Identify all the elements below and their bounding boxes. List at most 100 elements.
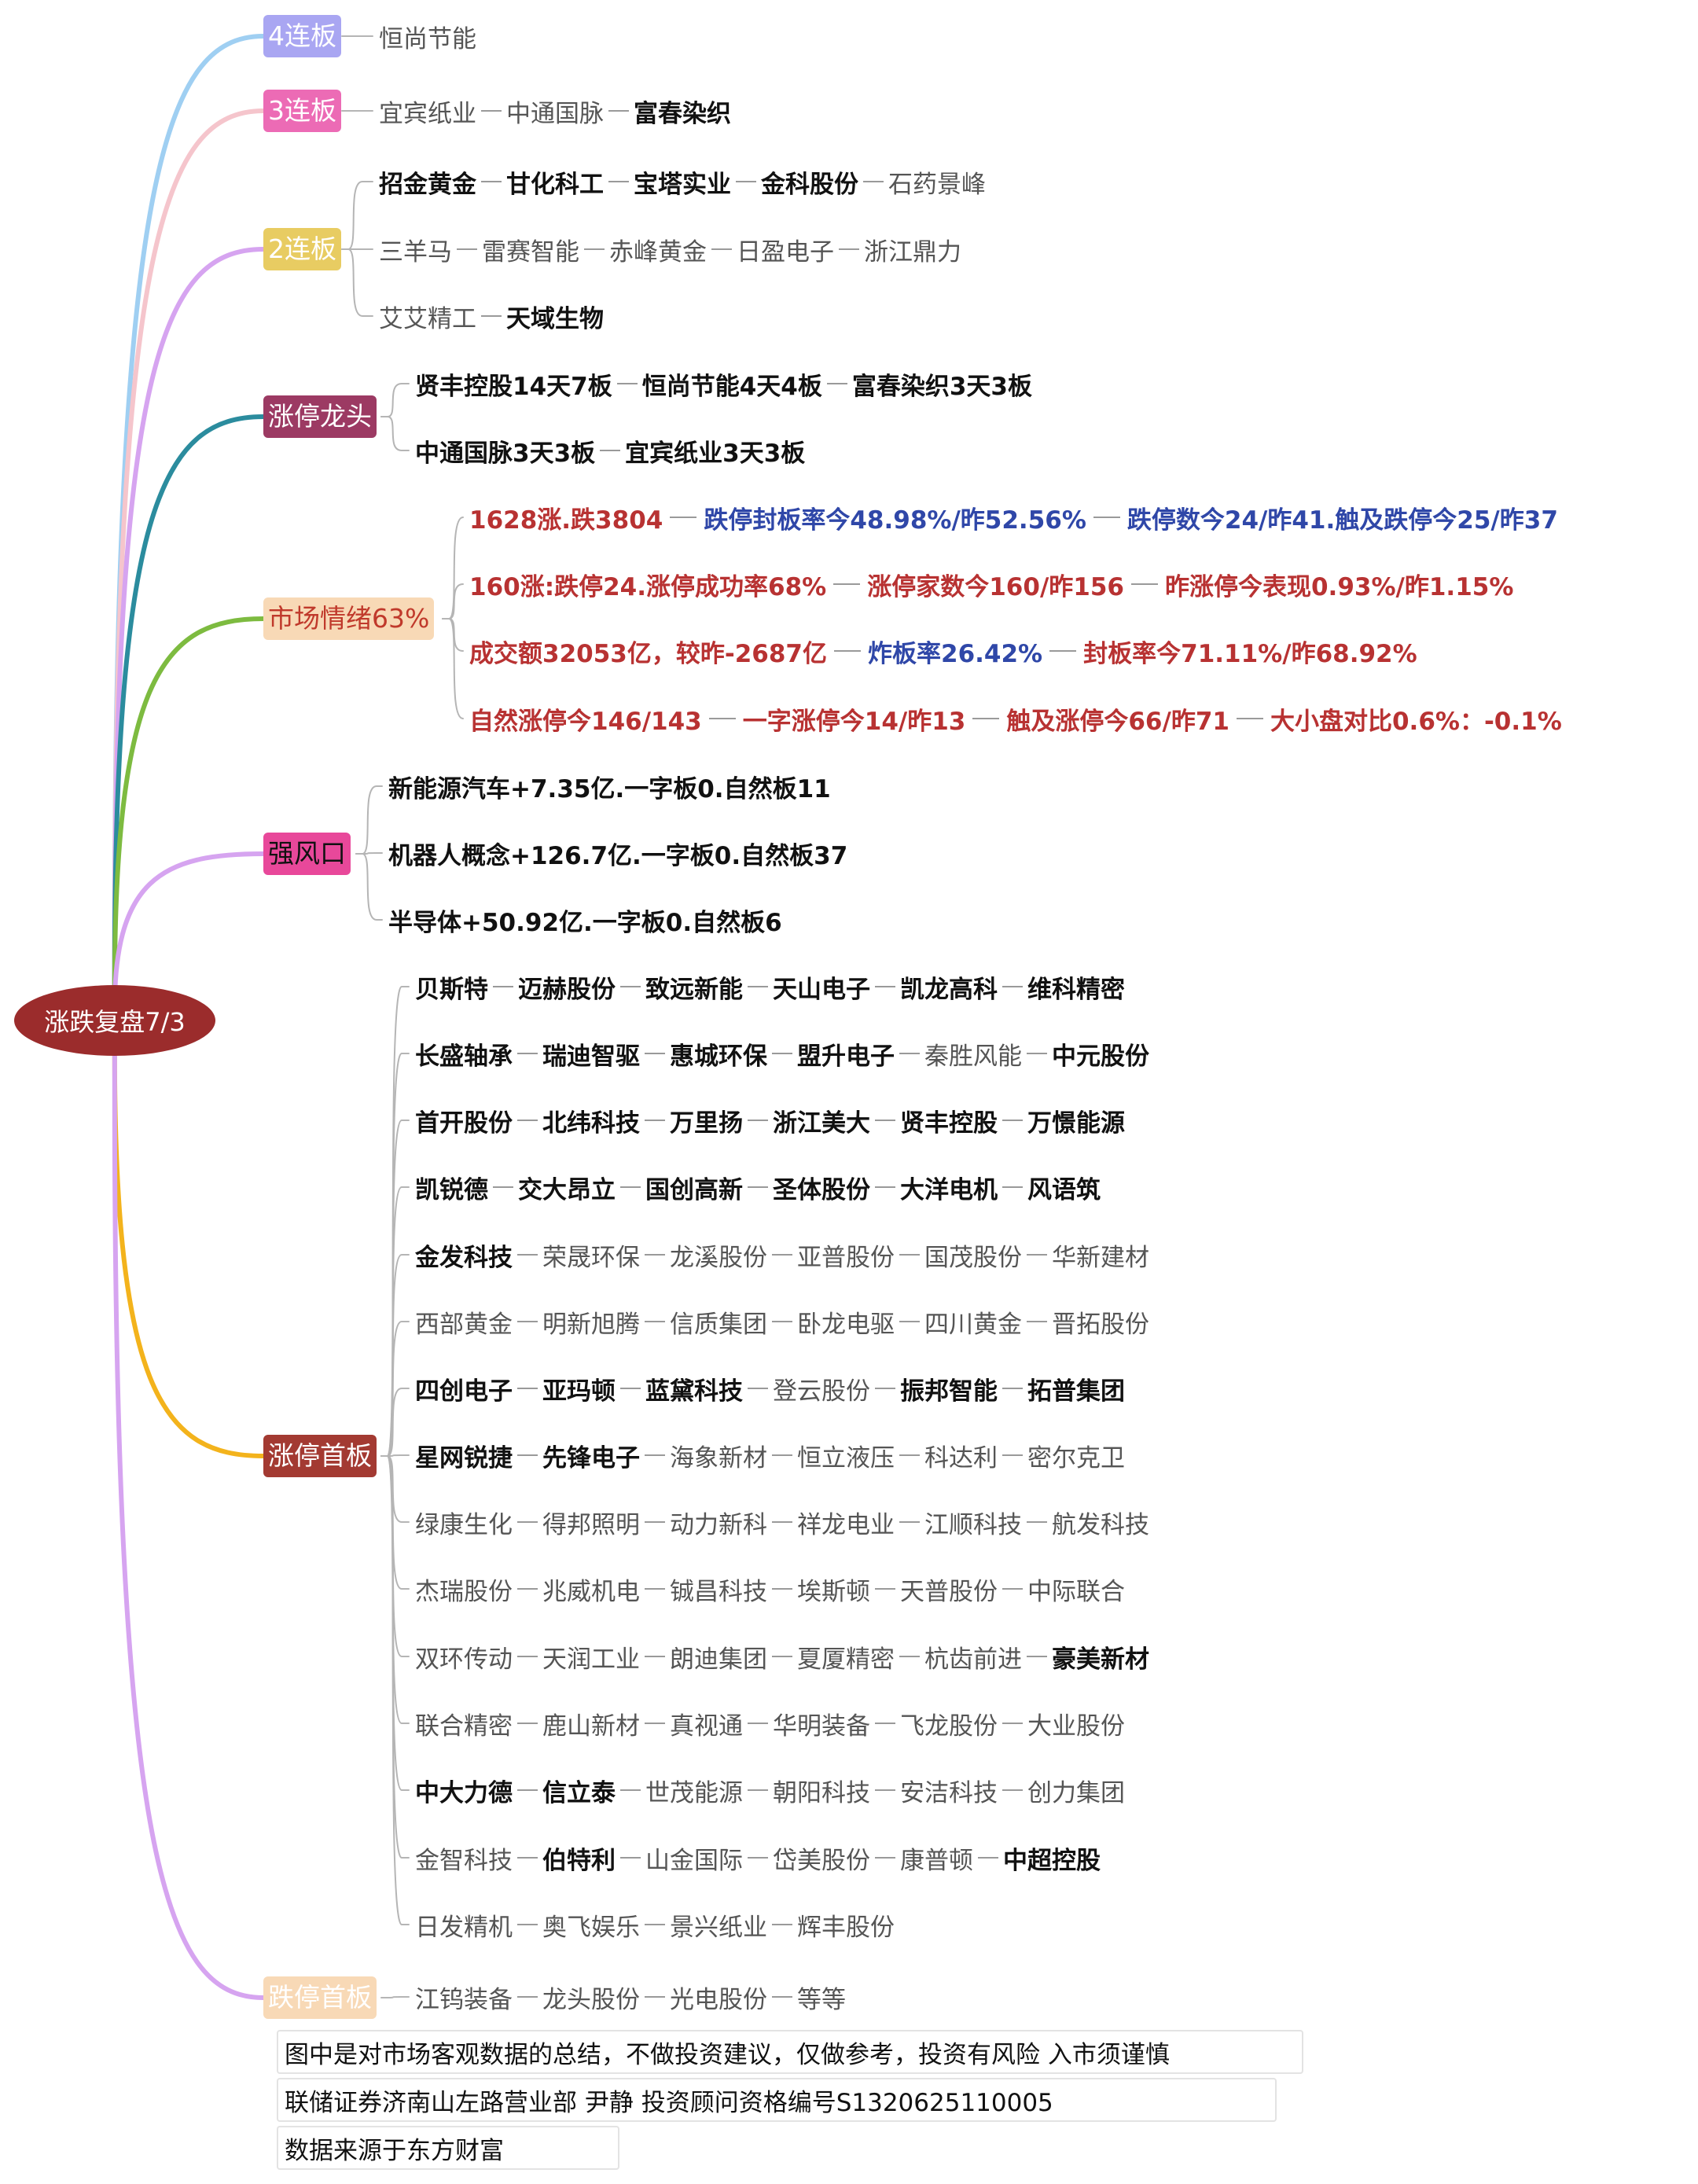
stock-item[interactable]: 封板率今71.11%/昨68.92% [1083,639,1417,668]
stock-item[interactable]: 瑞迪智驱 [542,1042,640,1071]
stock-item[interactable]: 等等 [797,1985,846,2014]
stock-item[interactable]: 贤丰控股 [900,1109,998,1138]
stock-item[interactable]: 风语筑 [1027,1175,1101,1204]
stock-item[interactable]: 炸板率26.42% [868,639,1043,668]
stock-item[interactable]: 圣体股份 [773,1175,870,1204]
stock-item[interactable]: 江顺科技 [924,1510,1022,1539]
stock-item[interactable]: 明新旭腾 [542,1310,640,1339]
stock-item[interactable]: 跌停数今24/昨41.触及跌停今25/昨37 [1126,506,1558,535]
stock-item[interactable]: 金科股份 [761,170,858,199]
stock-item[interactable]: 贝斯特 [415,975,488,1004]
stock-item[interactable]: 跌停封板率今48.98%/昨52.56% [704,506,1086,535]
stock-item[interactable]: 密尔克卫 [1027,1443,1125,1473]
stock-item[interactable]: 一字涨停今14/昨13 [742,707,966,736]
stock-item[interactable]: 北纬科技 [542,1109,640,1138]
stock-item[interactable]: 中通国脉3天3板 [415,439,596,468]
stock-item[interactable]: 自然涨停今146/143 [469,707,702,736]
stock-item[interactable]: 长盛轴承 [415,1042,513,1071]
category-node-lianban3[interactable]: 3连板 [263,90,341,132]
stock-item[interactable]: 绿康生化 [415,1510,513,1539]
stock-item[interactable]: 雷赛智能 [482,237,579,267]
stock-item[interactable]: 中大力德 [415,1778,513,1807]
stock-item[interactable]: 晋拓股份 [1052,1310,1149,1339]
stock-item[interactable]: 日发精机 [415,1913,513,1942]
category-node-qingxu[interactable]: 市场情绪63% [263,597,435,640]
stock-item[interactable]: 卧龙电驱 [797,1310,895,1339]
stock-item[interactable]: 大洋电机 [900,1175,998,1204]
stock-item[interactable]: 朗迪集团 [670,1645,767,1674]
stock-item[interactable]: 天普股份 [900,1577,998,1606]
stock-item[interactable]: 三羊马 [379,237,452,267]
stock-item[interactable]: 拓普集团 [1027,1377,1125,1406]
stock-item[interactable]: 科达利 [924,1443,998,1473]
stock-item[interactable]: 天山电子 [773,975,870,1004]
category-node-lianban4[interactable]: 4连板 [263,15,341,57]
stock-item[interactable]: 富春染织3天3板 [851,372,1032,401]
stock-item[interactable]: 万憬能源 [1027,1109,1125,1138]
stock-item[interactable]: 天润工业 [542,1645,640,1674]
stock-item[interactable]: 昨涨停今表现0.93%/昨1.15% [1164,572,1514,601]
stock-item[interactable]: 国创高新 [645,1175,743,1204]
stock-item[interactable]: 真视通 [670,1712,743,1741]
stock-item[interactable]: 动力新科 [670,1510,767,1539]
category-node-dieting[interactable]: 跌停首板 [263,1976,377,2019]
stock-item[interactable]: 信立泰 [542,1778,616,1807]
stock-item[interactable]: 天域生物 [506,304,604,333]
stock-item[interactable]: 宜宾纸业 [379,99,476,128]
stock-item[interactable]: 赤峰黄金 [609,237,707,267]
stock-item[interactable]: 惠城环保 [670,1042,767,1071]
stock-item[interactable]: 康普顿 [900,1846,973,1875]
stock-item[interactable]: 触及涨停今66/昨71 [1006,707,1229,736]
stock-item[interactable]: 凯龙高科 [900,975,998,1004]
stock-item[interactable]: 双环传动 [415,1645,513,1674]
stock-item[interactable]: 四川黄金 [924,1310,1022,1339]
stock-item[interactable]: 中际联合 [1027,1577,1125,1606]
stock-item[interactable]: 西部黄金 [415,1310,513,1339]
stock-item[interactable]: 江钨装备 [415,1985,513,2014]
stock-item[interactable]: 160涨:跌停24.涨停成功率68% [469,572,827,601]
stock-item[interactable]: 飞龙股份 [900,1712,998,1741]
stock-item[interactable]: 涨停家数今160/昨156 [867,572,1124,601]
stock-item[interactable]: 新能源汽车+7.35亿.一字板0.自然板11 [388,774,831,803]
stock-item[interactable]: 铖昌科技 [670,1577,767,1606]
stock-item[interactable]: 夏厦精密 [797,1645,895,1674]
stock-item[interactable]: 成交额32053亿，较昨-2687亿 [469,639,827,668]
root-node[interactable]: 涨跌复盘7/3 [14,985,215,1056]
stock-item[interactable]: 维科精密 [1027,975,1125,1004]
stock-item[interactable]: 金发科技 [415,1243,513,1272]
stock-item[interactable]: 杰瑞股份 [415,1577,513,1606]
stock-item[interactable]: 鹿山新材 [542,1712,640,1741]
stock-item[interactable]: 日盈电子 [737,237,834,267]
stock-item[interactable]: 艾艾精工 [379,304,476,333]
stock-item[interactable]: 秦胜风能 [924,1042,1022,1071]
stock-item[interactable]: 联合精密 [415,1712,513,1741]
stock-item[interactable]: 致远新能 [645,975,743,1004]
stock-item[interactable]: 国茂股份 [924,1243,1022,1272]
stock-item[interactable]: 大小盘对比0.6%：-0.1% [1270,707,1562,736]
stock-item[interactable]: 金智科技 [415,1846,513,1875]
stock-item[interactable]: 世茂能源 [645,1778,743,1807]
stock-item[interactable]: 四创电子 [415,1377,513,1406]
stock-item[interactable]: 贤丰控股14天7板 [415,372,612,401]
stock-item[interactable]: 信质集团 [670,1310,767,1339]
stock-item[interactable]: 奥飞娱乐 [542,1913,640,1942]
stock-item[interactable]: 岱美股份 [773,1846,870,1875]
stock-item[interactable]: 华新建材 [1052,1243,1149,1272]
stock-item[interactable]: 机器人概念+126.7亿.一字板0.自然板37 [388,841,848,870]
stock-item[interactable]: 中通国脉 [506,99,604,128]
stock-item[interactable]: 招金黄金 [379,170,476,199]
stock-item[interactable]: 豪美新材 [1052,1645,1149,1674]
stock-item[interactable]: 凯锐德 [415,1175,488,1204]
stock-item[interactable]: 得邦照明 [542,1510,640,1539]
stock-item[interactable]: 辉丰股份 [797,1913,895,1942]
stock-item[interactable]: 石药景峰 [888,170,986,199]
stock-item[interactable]: 大业股份 [1027,1712,1125,1741]
stock-item[interactable]: 龙溪股份 [670,1243,767,1272]
stock-item[interactable]: 中超控股 [1003,1846,1101,1875]
stock-item[interactable]: 恒尚节能4天4板 [641,372,822,401]
stock-item[interactable]: 光电股份 [670,1985,767,2014]
stock-item[interactable]: 埃斯顿 [797,1577,870,1606]
stock-item[interactable]: 安洁科技 [900,1778,998,1807]
stock-item[interactable]: 恒尚节能 [379,24,476,53]
stock-item[interactable]: 祥龙电业 [797,1510,895,1539]
